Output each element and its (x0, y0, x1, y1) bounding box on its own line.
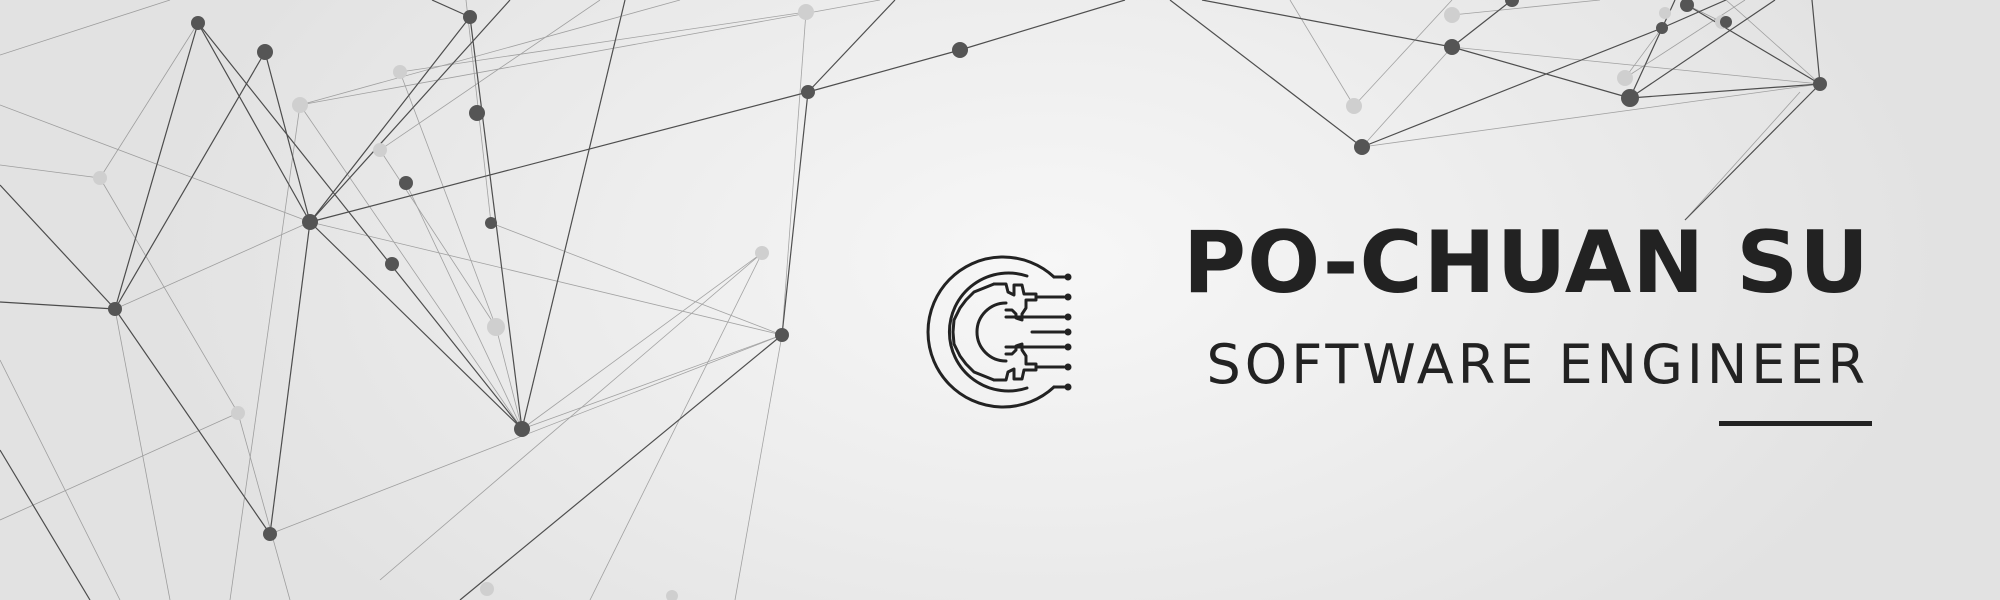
gear-circuit-icon (926, 255, 1072, 409)
profile-name: PO-CHUAN SU (1183, 213, 1870, 313)
profile-role: SOFTWARE ENGINEER (1206, 333, 1869, 396)
title-underline (1719, 421, 1872, 426)
